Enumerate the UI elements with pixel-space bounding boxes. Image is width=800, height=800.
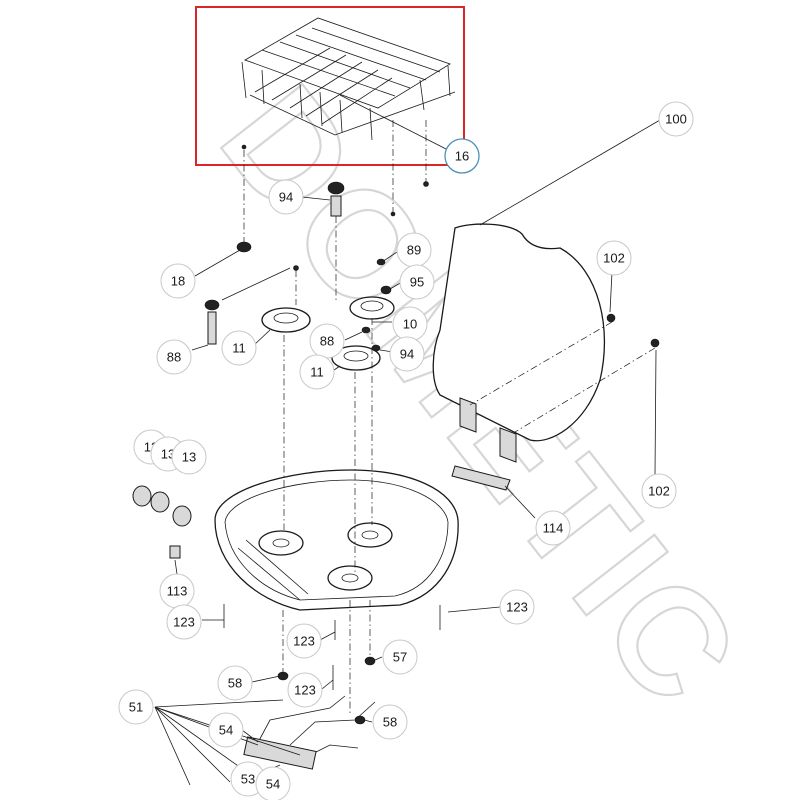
screw-102b [650,338,660,348]
callout-113-label: 113 [167,584,188,599]
callout-54-upper: 54 [208,712,244,748]
callout-94-mid: 94 [389,336,425,372]
callout-11-left-label: 11 [232,341,246,356]
callout-16-label: 16 [455,149,469,164]
callout-51-label: 51 [129,700,143,715]
callout-123-lower-label: 123 [294,683,316,698]
callout-123-right: 123 [499,589,535,625]
callout-57: 57 [382,639,418,675]
callout-123-lower: 123 [287,672,323,708]
assembly-axes [243,120,656,715]
burner-bowl [214,469,459,611]
callout-95-label: 95 [410,275,424,290]
callout-123-left-label: 123 [173,615,195,630]
part-94-lower [371,344,381,352]
burner-cap-left [261,307,311,333]
callout-100-label: 100 [665,112,687,127]
callout-123-right-label: 123 [506,600,528,615]
gas-pipe-1 [254,695,346,749]
callout-18: 18 [160,263,196,299]
knob-2 [150,491,170,513]
callout-51: 51 [118,689,154,725]
fitting-57-a [364,656,376,666]
callout-89-label: 89 [407,243,421,258]
burner-cap-right-bottom [331,345,381,371]
callout-54-upper-label: 54 [219,723,233,738]
callout-102-bottom: 102 [641,473,677,509]
callout-123-left: 123 [166,604,202,640]
thermocouple-cap-94 [327,181,345,195]
fitting-58-b [354,715,366,725]
callout-58-right: 58 [372,704,408,740]
callout-16: 16 [444,138,480,174]
burner-cap-right-top [349,296,395,320]
switch-113 [169,545,181,559]
callout-10: 10 [392,306,428,342]
callout-58-left-label: 58 [228,676,242,691]
gas-pipe-2 [289,701,376,746]
callout-114: 114 [535,510,571,546]
callout-123-mid: 123 [286,623,322,659]
part-89 [376,258,386,266]
callout-102-top-label: 102 [603,251,625,266]
callout-100: 100 [658,101,694,137]
callout-102-bottom-label: 102 [648,484,670,499]
knob-3 [172,505,192,527]
part-dot-1 [241,144,247,150]
callout-88-mid: 88 [309,323,345,359]
callout-94-top: 94 [268,179,304,215]
thermocouple-body-94 [330,195,342,217]
callout-95: 95 [399,264,435,300]
part-dot-4 [293,265,299,271]
part-88-top [204,299,220,311]
callout-102-top: 102 [596,240,632,276]
callout-94-mid-label: 94 [400,347,414,362]
callout-11-left: 11 [221,330,257,366]
callout-54-lower-label: 54 [266,777,280,792]
igniter-bracket-left [459,397,477,433]
part-95 [380,285,392,295]
highlight-box [195,6,465,166]
knob-1 [132,485,152,507]
callout-57-label: 57 [393,650,407,665]
side-cover-plate [432,223,606,442]
part-88-lower [361,326,371,334]
callout-53-label: 53 [241,772,255,787]
callout-114-label: 114 [543,521,564,536]
callout-54-lower: 54 [255,766,291,800]
callout-89: 89 [396,232,432,268]
callout-58-right-label: 58 [383,715,397,730]
electrode-88 [207,311,217,345]
callout-18-label: 18 [171,274,185,289]
part-dot-2 [423,181,429,187]
callout-88-left: 88 [156,339,192,375]
callout-58-left: 58 [217,665,253,701]
screw-102a [606,313,616,323]
callout-123-mid-label: 123 [293,634,315,649]
rail-114 [451,465,511,491]
callout-94-top-label: 94 [279,190,293,205]
gas-valve-block [243,736,317,770]
callout-11-right-label: 11 [310,365,324,380]
callout-11-right: 11 [299,354,335,390]
callout-88-left-label: 88 [167,350,181,365]
pan-support-grid [241,17,456,141]
callout-88-mid-label: 88 [320,334,334,349]
igniter-bracket-right [499,427,517,463]
leader-lines [154,94,661,786]
callout-53: 53 [230,761,266,797]
callout-13-c-label: 13 [182,450,196,465]
callout-113: 113 [159,573,195,609]
callout-13-c: 13 [171,439,207,475]
callout-10-label: 10 [403,317,417,332]
